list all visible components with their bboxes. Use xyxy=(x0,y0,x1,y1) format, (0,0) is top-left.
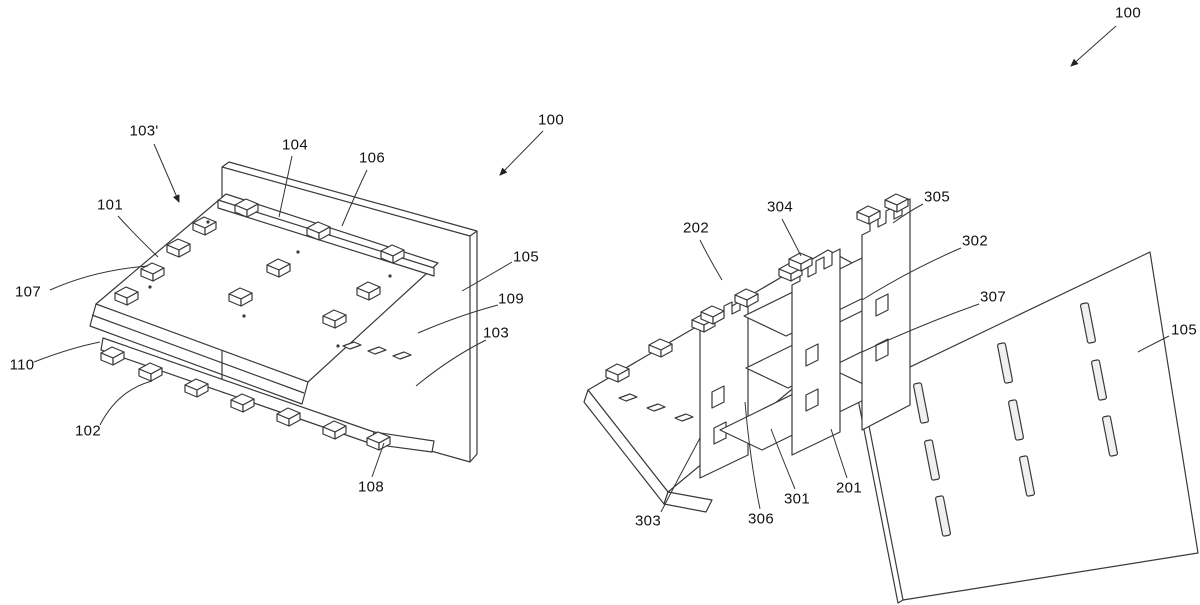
leader-100-left xyxy=(499,130,544,176)
fig1-ref-106: 106 xyxy=(359,149,385,167)
fastener-dots xyxy=(148,220,392,348)
fig2-ref-105: 105 xyxy=(1171,321,1197,339)
fig2-ref-100: 100 xyxy=(1115,4,1141,22)
leader-106 xyxy=(341,169,368,227)
leader-301 xyxy=(770,428,796,490)
leader-103 xyxy=(415,339,487,387)
leader-110 xyxy=(33,341,101,363)
leader-103-prime xyxy=(153,143,180,203)
leader-100-right xyxy=(1070,25,1117,67)
plate-slots xyxy=(913,302,1118,537)
base-foot xyxy=(663,491,713,513)
leader-302 xyxy=(861,247,962,301)
fig2-ref-301: 301 xyxy=(784,490,810,508)
leader-305 xyxy=(892,203,924,224)
leader-105-right xyxy=(1137,335,1170,353)
fig2-ref-306: 306 xyxy=(748,510,774,528)
fig1-ref-101: 101 xyxy=(97,196,123,214)
fig1-ref-100: 100 xyxy=(538,111,564,129)
leader-108 xyxy=(371,442,385,478)
leader-306 xyxy=(744,401,761,510)
leader-105-left xyxy=(461,261,513,292)
fig1-ref-107: 107 xyxy=(15,283,41,301)
leader-102 xyxy=(99,380,153,426)
leader-202 xyxy=(699,239,723,281)
rib-middle xyxy=(791,248,841,456)
fig1-ref-110: 110 xyxy=(9,356,35,374)
leader-201 xyxy=(830,428,848,479)
fig1-ref-109: 109 xyxy=(498,290,524,308)
leader-101 xyxy=(117,215,159,258)
figure-exploded-view xyxy=(583,193,1199,604)
leader-107 xyxy=(49,265,149,291)
leader-303 xyxy=(660,437,701,513)
fig1-ref-108: 108 xyxy=(358,478,384,496)
fig2-ref-302: 302 xyxy=(962,232,988,250)
leader-104 xyxy=(278,155,293,218)
rib-rear xyxy=(861,198,911,431)
leader-307 xyxy=(861,303,980,353)
fig1-ref-103: 103 xyxy=(483,324,509,342)
leader-lines xyxy=(33,25,1170,513)
fig2-ref-304: 304 xyxy=(767,198,793,216)
fig2-ref-307: 307 xyxy=(980,288,1006,306)
fig1-ref-105: 105 xyxy=(513,248,539,266)
fig1-ref-102: 102 xyxy=(75,422,101,440)
slotted-plate xyxy=(856,251,1199,604)
leader-304 xyxy=(781,218,802,257)
fig2-ref-201: 201 xyxy=(836,479,862,497)
fig2-ref-202: 202 xyxy=(683,219,709,237)
top-rail xyxy=(217,199,435,277)
leader-109 xyxy=(417,304,499,334)
figure-assembled-view xyxy=(89,161,478,463)
fig1-ref-103-prime: 103' xyxy=(129,122,159,140)
fig1-ref-104: 104 xyxy=(282,136,308,154)
fig2-ref-303: 303 xyxy=(635,512,661,530)
fig2-ref-305: 305 xyxy=(924,188,950,206)
